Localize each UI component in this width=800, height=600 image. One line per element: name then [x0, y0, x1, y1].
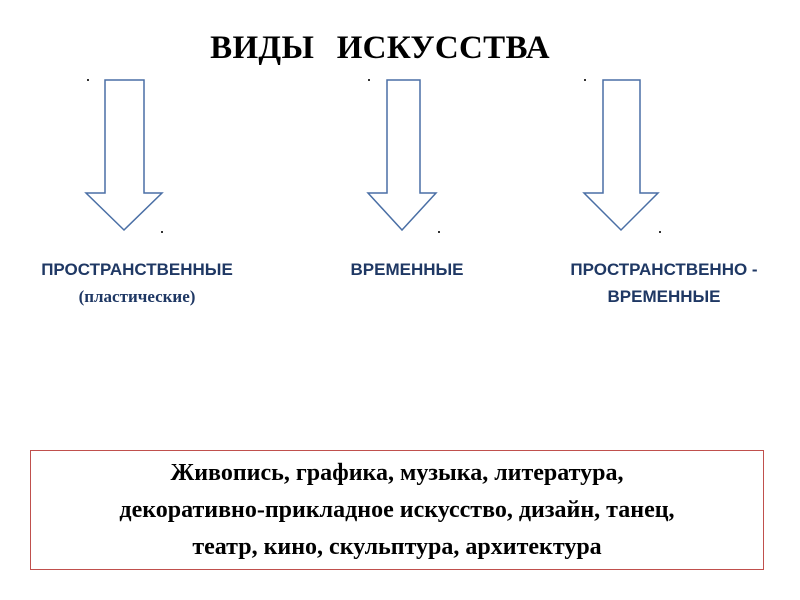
page-title: ВИДЫ ИСКУССТВА	[0, 30, 760, 67]
title-word-2: ИСКУССТВА	[336, 30, 550, 66]
examples-line: Живопись, графика, музыка, литература,	[170, 459, 624, 486]
category-spatio-temporal: ПРОСТРАНСТВЕННО - ВРЕМЕННЫЕ	[530, 256, 798, 310]
category-spatio-temporal-title: ПРОСТРАНСТВЕННО -	[570, 260, 758, 279]
title-word-1: ВИДЫ	[210, 30, 315, 66]
down-arrow-right	[582, 79, 660, 232]
examples-line: театр, кино, скульптура, архитектура	[192, 533, 602, 560]
category-temporal: ВРЕМЕННЫЕ	[320, 256, 494, 283]
decorative-dot	[438, 231, 440, 233]
decorative-dot	[659, 231, 661, 233]
category-spatial-subtitle: (пластические)	[78, 287, 196, 306]
category-temporal-title: ВРЕМЕННЫЕ	[350, 260, 464, 279]
category-spatial-title: ПРОСТРАНСТВЕННЫЕ	[41, 260, 233, 279]
examples-line: декоративно-прикладное искусство, дизайн…	[119, 496, 675, 523]
decorative-dot	[87, 79, 89, 81]
down-arrow-middle	[366, 79, 438, 232]
down-arrow-left	[84, 79, 164, 232]
decorative-dot	[368, 79, 370, 81]
category-spatio-temporal-subtitle: ВРЕМЕННЫЕ	[607, 287, 721, 306]
examples-box: Живопись, графика, музыка, литература, д…	[30, 450, 764, 570]
decorative-dot	[161, 231, 163, 233]
category-spatial: ПРОСТРАНСТВЕННЫЕ (пластические)	[4, 256, 270, 310]
decorative-dot	[584, 79, 586, 81]
